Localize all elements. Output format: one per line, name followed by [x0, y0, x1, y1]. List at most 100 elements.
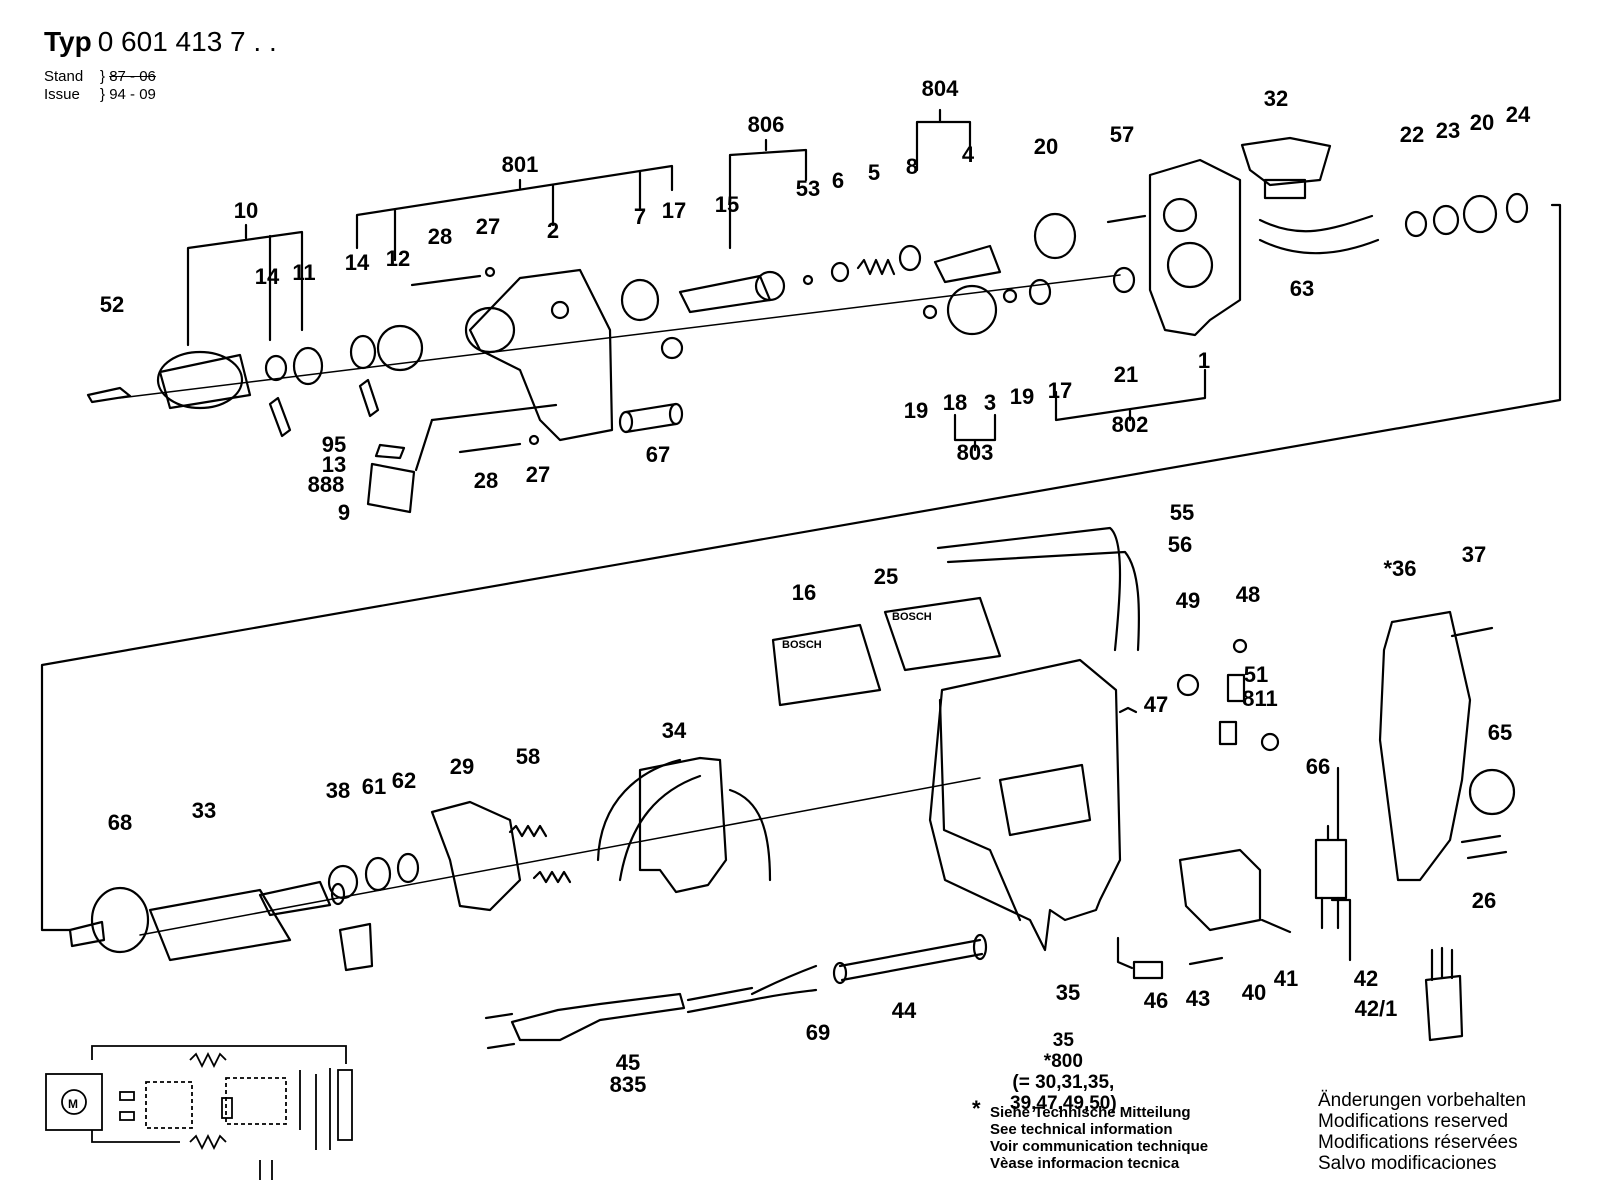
part-number-label: 806 [748, 112, 785, 137]
part-number-label: 65 [1488, 720, 1512, 745]
cable-56 [946, 550, 1141, 652]
label-16-text: BOSCH [782, 639, 822, 651]
bracket-804 [915, 108, 972, 172]
revision-info: Stand} 87 - 06 Issue} 94 - 09 [44, 68, 156, 104]
part-number-label: 835 [610, 1072, 647, 1097]
kit-line-2: *800 [1043, 1051, 1083, 1072]
part-number-label: 47 [1144, 692, 1168, 717]
kit-line-4: 39,47,49,50) [1010, 1093, 1117, 1114]
switch-40 [1178, 848, 1262, 932]
bracket-806 [728, 138, 808, 250]
housing-cover-802 [1148, 158, 1242, 337]
screw-41 [1260, 918, 1292, 934]
switch-32 [1240, 136, 1332, 187]
part-number-label: 9 [338, 500, 350, 525]
part-number-label: 48 [1236, 582, 1260, 607]
part-number-label: 53 [796, 176, 820, 201]
suppressor-42 [1314, 838, 1348, 900]
sleeve-12 [376, 324, 424, 372]
part-number-label: 21 [1114, 362, 1138, 387]
part-number-label: 4 [962, 142, 975, 167]
ring-61 [364, 856, 392, 892]
part-number-label: 40 [1242, 980, 1266, 1005]
part-number-label: 7 [634, 204, 646, 229]
chuck-body [156, 350, 244, 410]
cable-69 [686, 964, 818, 1014]
part-number-label: 19 [904, 398, 928, 423]
part-number-label: 15 [715, 192, 739, 217]
part-number-label: 45 [616, 1050, 640, 1075]
screw-37 [1450, 626, 1494, 638]
part-number-label: 68 [108, 810, 132, 835]
gear-housing-801 [468, 268, 614, 442]
part-number-label: 63 [1290, 276, 1314, 301]
wiring-motor-label: M [68, 1097, 78, 1111]
part-number-label: 811 [1242, 686, 1278, 711]
brush-51 [1226, 673, 1246, 703]
part-number-label: 42 [1354, 966, 1378, 991]
motor-housing-35 [928, 658, 1122, 952]
part-number-label: 37 [1462, 542, 1486, 567]
label-16 [771, 623, 882, 707]
field-coil-34 [638, 756, 728, 894]
part-number-label: 13 [322, 452, 346, 477]
part-number-label: 69 [806, 1020, 830, 1045]
spring-5 [856, 258, 896, 276]
part-number-label: 27 [526, 462, 550, 487]
part-number-label: 43 [1186, 986, 1210, 1011]
mods-de: Änderungen vorbehalten [1318, 1090, 1527, 1111]
mods-en: Modifications reserved [1318, 1111, 1509, 1132]
part-number-label: 66 [1306, 754, 1330, 779]
washer-14a [264, 354, 288, 382]
part-number-label: 802 [1112, 412, 1149, 437]
part-number-label: 35 [1056, 980, 1080, 1005]
gear-18 [946, 284, 998, 336]
note-fr: Voir communication technique [990, 1138, 1209, 1155]
part-number-label: 38 [326, 778, 350, 803]
part-number-label: 3 [984, 390, 996, 415]
part-number-label: 57 [1110, 122, 1134, 147]
washer-22 [1404, 210, 1428, 238]
part-number-label: 14 [345, 250, 370, 275]
part-number-label: 28 [428, 224, 452, 249]
part-number-label: 20 [1034, 134, 1058, 159]
assembly-line-upper [40, 203, 1562, 932]
part-number-label: 44 [892, 998, 917, 1023]
note-de: Siehe Technische Mitteilung [990, 1104, 1191, 1121]
spring-58b [532, 870, 572, 884]
needle-bearing-7 [620, 278, 660, 322]
part-number-label: 10 [234, 198, 258, 223]
typ-number: 0 601 413 7 . . [97, 26, 277, 57]
modifications-notice: Änderungen vorbehalten Modifications res… [1318, 1090, 1526, 1174]
part-number-label: 29 [450, 754, 474, 779]
mods-fr: Modifications réservées [1318, 1132, 1518, 1153]
wires-63 [1258, 214, 1380, 255]
electronics-symbol [225, 1077, 287, 1125]
typ-label: Typ [44, 26, 92, 57]
part-number-label: 8 [906, 154, 918, 179]
fan-guide-29 [430, 800, 522, 912]
screw-28-top [410, 274, 482, 287]
part-number-label: *36 [1383, 556, 1416, 581]
part-number-label: 2 [547, 218, 559, 243]
suppressor-42-1 [1424, 974, 1464, 1042]
bearing-38 [327, 864, 359, 900]
part-number-label: 804 [922, 76, 959, 101]
bearing-20 [1462, 194, 1498, 234]
screw-26b [1466, 850, 1508, 860]
stand-value: 87 - 06 [109, 68, 156, 85]
clamp-49 [1176, 673, 1200, 697]
part-number-label: 17 [662, 198, 686, 223]
part-number-label: 67 [646, 442, 670, 467]
pinion-4 [933, 244, 1002, 284]
kit-800-note: 35 *800 (= 30,31,35, 39,47,49,50) [1010, 1030, 1117, 1114]
part-number-label: 33 [192, 798, 216, 823]
kit-line-3: (= 30,31,35, [1012, 1072, 1115, 1093]
part-number-label: 32 [1264, 86, 1288, 111]
bracket-10 [186, 223, 304, 347]
mods-es: Salvo modificaciones [1318, 1153, 1497, 1174]
part-number-label: 51 [1244, 662, 1268, 687]
tube-67 [624, 402, 678, 434]
part-number-label: 24 [1506, 102, 1531, 127]
